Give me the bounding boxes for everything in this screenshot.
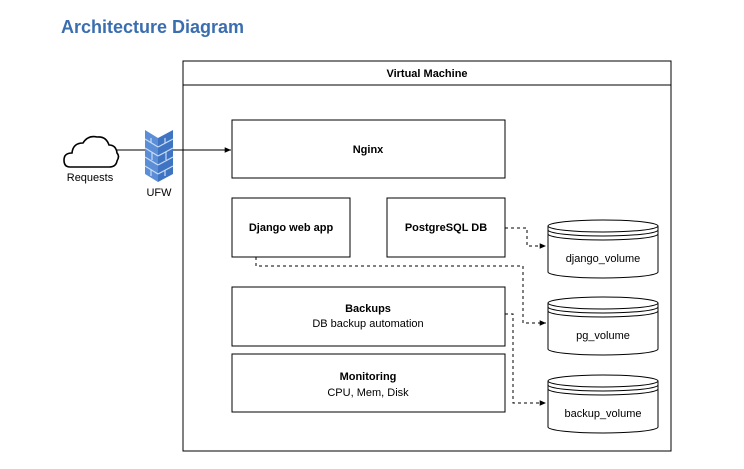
django-volume-cylinder: django_volume — [547, 219, 659, 279]
ufw-node: UFW — [144, 130, 174, 199]
pg-volume-cylinder: pg_volume — [547, 296, 659, 356]
pg-volume-label: pg_volume — [576, 330, 630, 342]
postgres-box: PostgreSQL DB — [386, 197, 506, 258]
nginx-box: Nginx — [231, 119, 506, 179]
backup-volume-cylinder: backup_volume — [547, 374, 659, 434]
monitoring-box: Monitoring CPU, Mem, Disk — [231, 353, 506, 413]
backups-sublabel: DB backup automation — [312, 318, 423, 330]
page-title: Architecture Diagram — [61, 17, 245, 37]
django-volume-label: django_volume — [566, 253, 641, 265]
edge-django-to-pg-volume — [255, 257, 546, 326]
virtual-machine-label: Virtual Machine — [386, 68, 467, 80]
django-label: Django web app — [249, 222, 334, 234]
backup-volume-label: backup_volume — [564, 408, 641, 420]
edge-postgres-to-django-volume — [505, 227, 546, 249]
nginx-label: Nginx — [353, 144, 384, 156]
requests-label: Requests — [67, 172, 114, 184]
ufw-label: UFW — [146, 187, 172, 199]
cloud-icon — [63, 135, 120, 168]
postgres-label: PostgreSQL DB — [405, 222, 487, 234]
firewall-icon — [144, 130, 174, 182]
monitoring-sublabel: CPU, Mem, Disk — [327, 387, 409, 399]
backups-label: Backups — [345, 303, 391, 315]
monitoring-label: Monitoring — [340, 371, 397, 383]
requests-node: Requests — [63, 135, 120, 184]
django-box: Django web app — [231, 197, 351, 258]
backups-box: Backups DB backup automation — [231, 286, 506, 347]
